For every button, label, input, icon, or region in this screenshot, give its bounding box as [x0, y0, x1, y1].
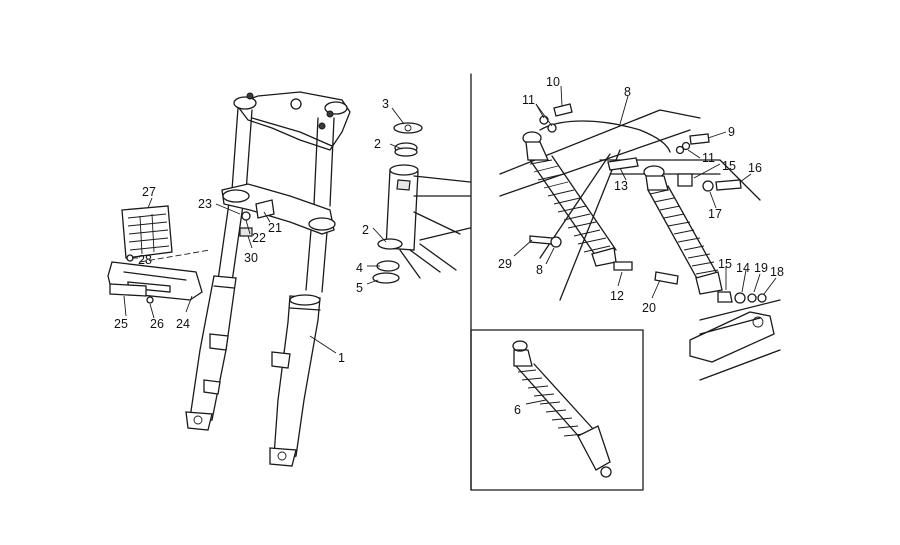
leader-lines — [123, 85, 777, 405]
callout-10: 10 — [546, 75, 560, 89]
steering-stem-assembly — [372, 122, 471, 284]
callout-9: 9 — [728, 125, 735, 139]
callout-15a: 15 — [722, 159, 736, 173]
callout-6: 6 — [514, 403, 521, 417]
front-fork-assembly — [185, 91, 351, 467]
bracket-and-cover-parts — [107, 205, 211, 304]
callout-16: 16 — [748, 161, 762, 175]
rear-suspension-assembly — [499, 103, 781, 381]
callout-29: 29 — [498, 257, 512, 271]
callout-30: 30 — [244, 251, 258, 265]
callout-25: 25 — [114, 317, 128, 331]
right-shock-absorber — [643, 165, 723, 295]
callout-26: 26 — [150, 317, 164, 331]
callout-15b: 15 — [718, 257, 732, 271]
callout-20: 20 — [642, 301, 656, 315]
left-shock-absorber — [522, 131, 617, 267]
callout-19: 19 — [754, 261, 768, 275]
callout-2b: 2 — [362, 223, 369, 237]
callout-24: 24 — [176, 317, 190, 331]
callout-8a: 8 — [624, 85, 631, 99]
callout-27: 27 — [142, 185, 156, 199]
callout-28: 28 — [138, 253, 152, 267]
callout-5: 5 — [356, 281, 363, 295]
callout-22: 22 — [252, 231, 266, 245]
callout-1: 1 — [338, 351, 345, 365]
callout-17: 17 — [708, 207, 722, 221]
callout-8b: 8 — [536, 263, 543, 277]
callout-11a: 11 — [522, 93, 535, 107]
callout-23: 23 — [198, 197, 212, 211]
callout-labels: 1 2 2 3 4 5 6 8 8 9 10 11 11 12 13 14 15… — [114, 75, 784, 417]
callout-21: 21 — [268, 221, 282, 235]
callout-3: 3 — [382, 97, 389, 111]
callout-13: 13 — [614, 179, 628, 193]
callout-4: 4 — [356, 261, 363, 275]
callout-11b: 11 — [702, 151, 715, 165]
inset-detail-box — [470, 329, 644, 491]
callout-12: 12 — [610, 289, 624, 303]
callout-2a: 2 — [374, 137, 381, 151]
callout-18: 18 — [770, 265, 784, 279]
callout-14: 14 — [736, 261, 750, 275]
